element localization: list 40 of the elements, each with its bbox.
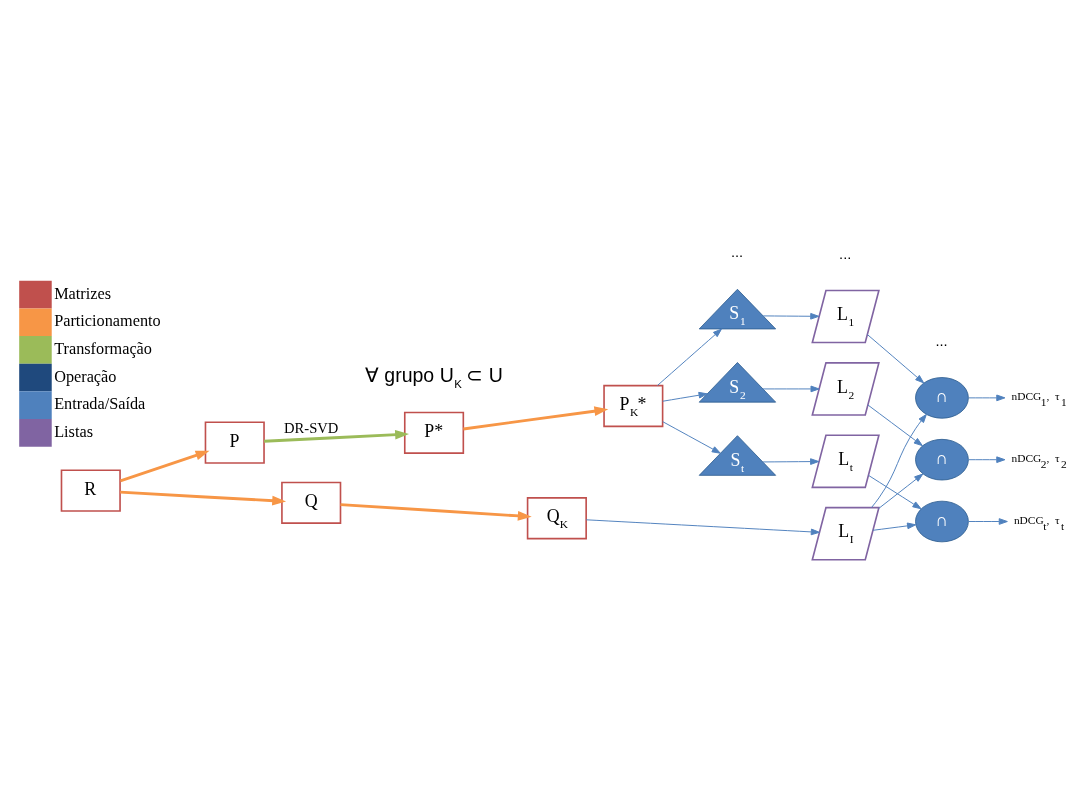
arrow [872,522,917,531]
arrow [868,474,922,510]
arrow [762,458,820,465]
legend-label: Matrizes [54,284,112,303]
node-box: P$_{K}$* [603,384,664,428]
label: ... [935,333,948,350]
arrow [656,328,722,386]
node-box: Q [281,481,342,524]
legend-label: Listas [54,422,93,441]
arrow [662,421,721,454]
node-ellipse: ∩ [915,377,969,419]
arrow [662,391,708,402]
arrow [585,519,820,536]
label: ∀ grupo U$_{K}$ ⊂ U [364,363,503,390]
arrow [968,518,1008,525]
arrow [968,394,1006,402]
arrow [762,385,820,393]
label: ... [839,246,852,263]
arrow [463,406,609,431]
arrow [866,334,925,384]
legend-label: Particionamento [54,312,161,331]
node-box: P* [403,411,465,454]
arrow [867,404,923,447]
arrow [119,450,210,483]
arrow [762,312,820,320]
arrow [871,413,927,508]
arrow [264,429,410,443]
arrow [878,473,924,509]
arrow [340,503,532,521]
node-box: P [204,421,265,464]
edge-label: DR-SVD [283,420,339,437]
legend-label: Operação [54,367,117,386]
arrow [968,456,1006,464]
label: ... [730,244,744,261]
arrow [120,490,287,506]
legend-label: Transformação [54,339,152,358]
node-ellipse: ∩ [915,500,969,543]
legend-label: Entrada/Saída [54,395,146,414]
node-box: Q$_{K}$ [526,497,587,540]
node-box: R [60,469,121,512]
